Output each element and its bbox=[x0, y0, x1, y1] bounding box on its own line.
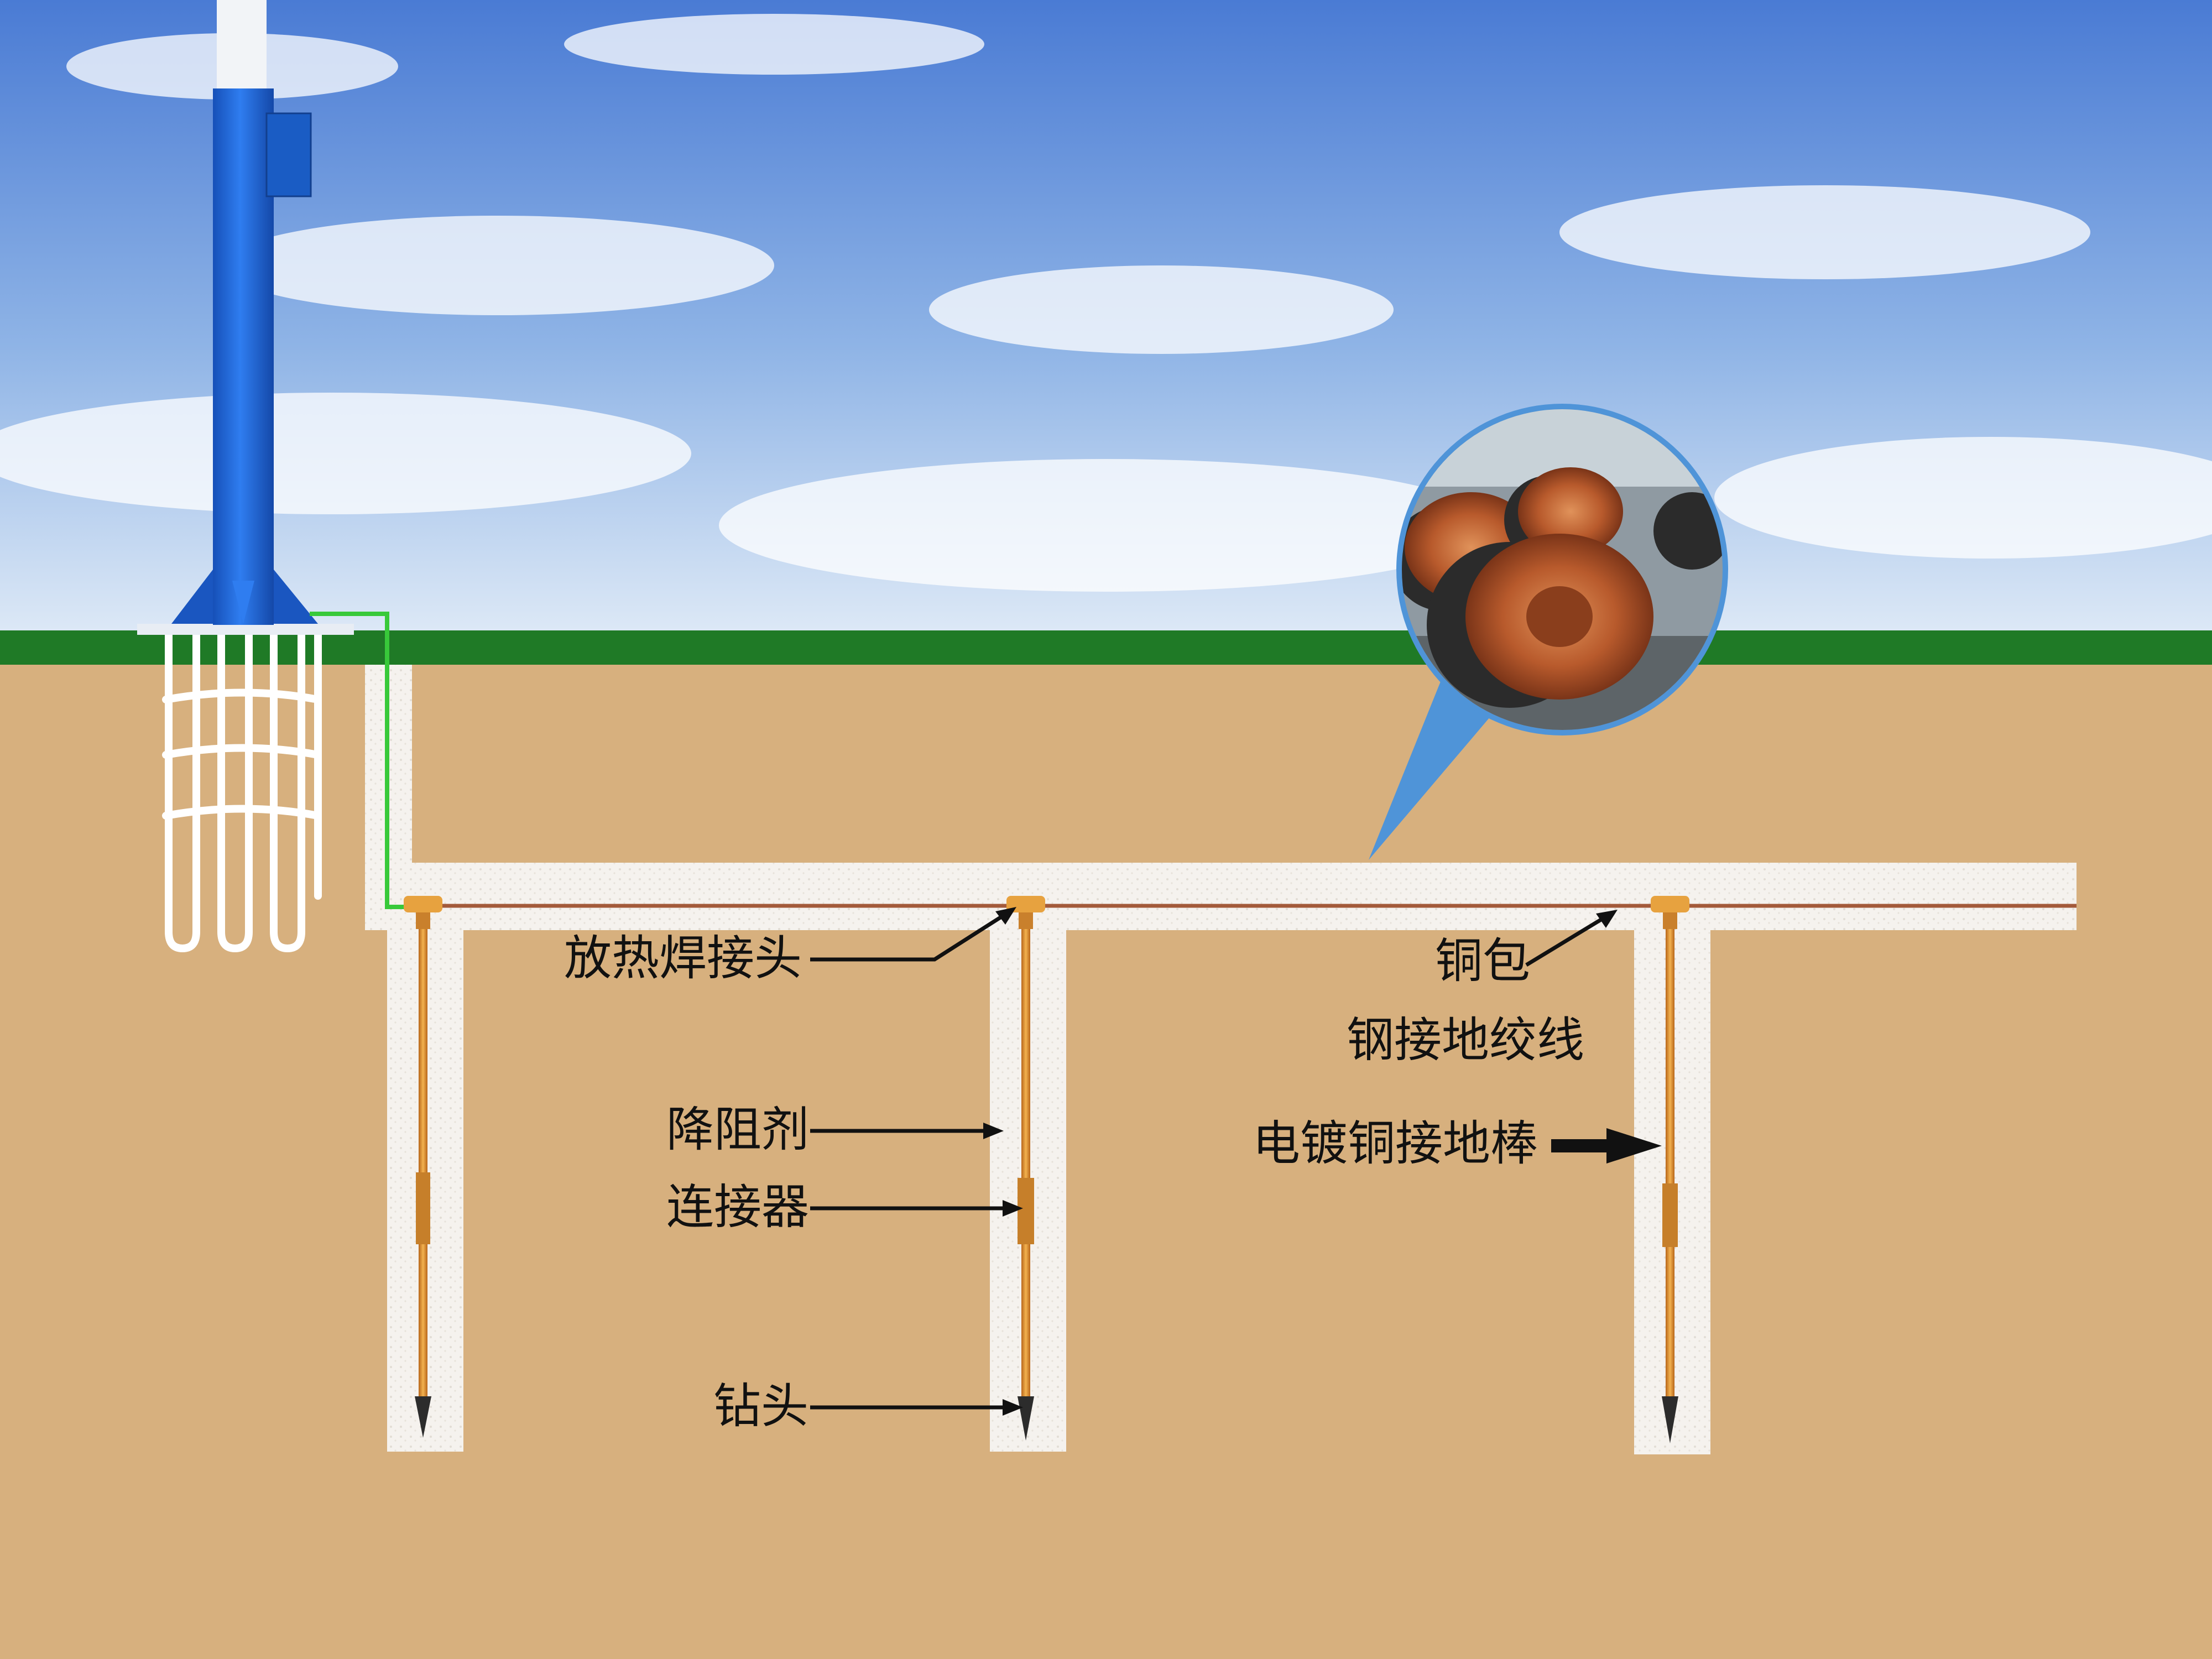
arrow-drill-tip bbox=[810, 1399, 1023, 1416]
foundation-cage bbox=[162, 627, 322, 953]
grass-strip bbox=[0, 630, 2212, 665]
callout-bubble bbox=[1369, 404, 1728, 860]
label-copper-clad-line1: 铜包 bbox=[1435, 933, 1530, 989]
arrow-resistance-reducer bbox=[810, 1123, 1004, 1139]
grounding-rod-3 bbox=[1651, 896, 1689, 1443]
copper-wire-reels-photo-icon bbox=[1402, 409, 1723, 730]
grounding-rod-1 bbox=[404, 896, 442, 1438]
label-copper-clad-line2: 钢接地绞线 bbox=[1347, 1013, 1584, 1068]
label-exothermic-weld-joint: 放热焊接头 bbox=[564, 931, 802, 986]
arrow-exothermic-weld-joint bbox=[810, 907, 1016, 962]
label-resistance-reducer: 降阻剂 bbox=[666, 1102, 809, 1157]
label-connector: 连接器 bbox=[666, 1180, 809, 1235]
foundation-plate bbox=[137, 624, 354, 635]
label-electroplated-copper-rod: 电镀铜接地棒 bbox=[1253, 1116, 1538, 1171]
arrow-copper-clad bbox=[1525, 910, 1618, 967]
grounding-rod-2 bbox=[1006, 896, 1045, 1441]
arrow-electroplated-rod bbox=[1551, 1128, 1662, 1164]
soil bbox=[0, 665, 2212, 1659]
pointer-arrows bbox=[810, 907, 1662, 1416]
arrow-connector bbox=[810, 1200, 1023, 1217]
pole bbox=[171, 0, 318, 625]
label-drill-tip: 钻头 bbox=[713, 1379, 808, 1434]
clouds bbox=[0, 14, 2212, 592]
